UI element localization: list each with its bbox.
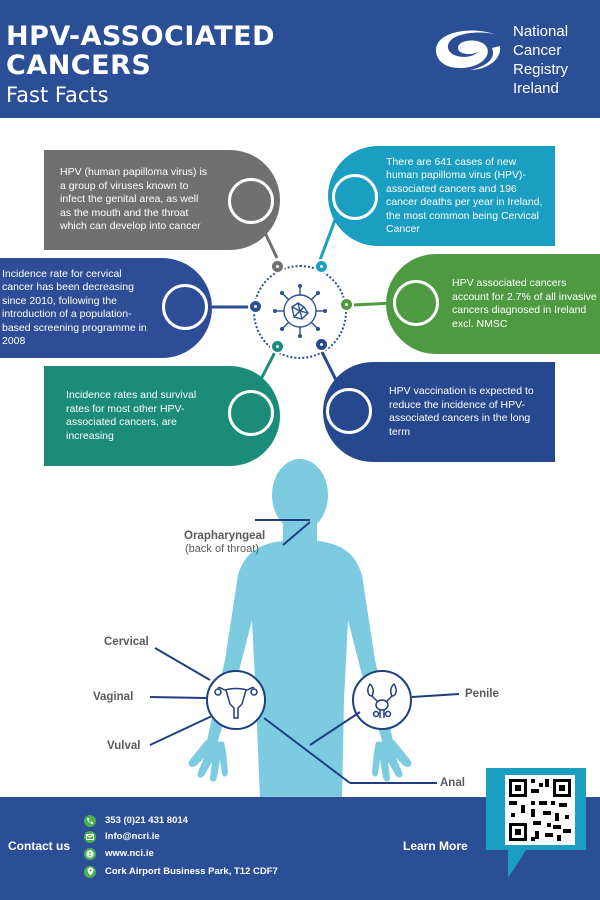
hub-node [270, 339, 285, 354]
contact-address: Cork Airport Business Park, T12 CDF7 [84, 865, 278, 878]
learn-more-link[interactable]: Learn More [403, 839, 468, 853]
postal-address: Cork Airport Business Park, T12 CDF7 [105, 866, 278, 877]
fact-marker [326, 388, 372, 434]
email-icon [84, 830, 96, 843]
fact-text: There are 641 cases of new human papillo… [386, 155, 543, 236]
ncri-logo-icon [436, 30, 501, 70]
fact-marker [228, 390, 274, 436]
label-orapharyngeal: Orapharyngeal [184, 530, 266, 542]
label-vaginal: Vaginal [93, 691, 134, 703]
fact-marker [332, 174, 378, 220]
qr-code[interactable] [505, 775, 575, 845]
fact-text: HPV associated cancers account for 2.7% … [452, 277, 597, 330]
fact-card-cervical-incidence: Incidence rate for cervical cancer has b… [0, 258, 212, 358]
label-vulval: Vulval [107, 740, 141, 752]
label-penile: Penile [465, 688, 499, 700]
hub-node [314, 259, 329, 274]
phone-icon [84, 814, 96, 827]
globe-icon [84, 847, 96, 860]
website-url: www.nci.ie [105, 848, 154, 859]
fact-text: HPV (human papilloma virus) is a group o… [60, 166, 208, 233]
female-organ-circle [206, 670, 266, 730]
phone-number: 353 (0)21 431 8014 [105, 815, 188, 826]
label-anal: Anal [440, 777, 465, 789]
contact-title: Contact us [8, 839, 71, 853]
contact-email[interactable]: Info@ncri.ie [84, 830, 160, 843]
uterus-icon [214, 686, 258, 719]
email-address: Info@ncri.ie [105, 831, 160, 842]
fact-text: Incidence rates and survival rates for m… [66, 389, 197, 442]
fact-marker [393, 280, 439, 326]
label-orapharyngeal-sub: (back of throat) [185, 543, 259, 555]
fact-marker [228, 178, 274, 224]
hub-node [314, 337, 329, 352]
hub-node [248, 299, 263, 314]
fact-text: Incidence rate for cervical cancer has b… [2, 267, 147, 348]
hub-node [339, 297, 354, 312]
human-body-figure [188, 459, 412, 800]
header-banner [0, 0, 600, 118]
label-cervical: Cervical [104, 636, 149, 648]
fact-marker [162, 284, 208, 330]
male-organ-circle [352, 670, 412, 730]
contact-phone[interactable]: 353 (0)21 431 8014 [84, 814, 188, 827]
page-subtitle: Fast Facts [6, 83, 109, 107]
contact-website[interactable]: www.nci.ie [84, 847, 154, 860]
page-title: HPV-ASSOCIATED CANCERS [6, 21, 275, 81]
virus-icon [273, 284, 327, 338]
org-name: National Cancer Registry Ireland [513, 23, 569, 97]
fact-card-cases: There are 641 cases of new human papillo… [328, 146, 555, 246]
prostate-icon [367, 682, 397, 718]
location-pin-icon [84, 865, 96, 878]
hub-node [270, 259, 285, 274]
fact-text: HPV vaccination is expected to reduce th… [389, 385, 534, 438]
